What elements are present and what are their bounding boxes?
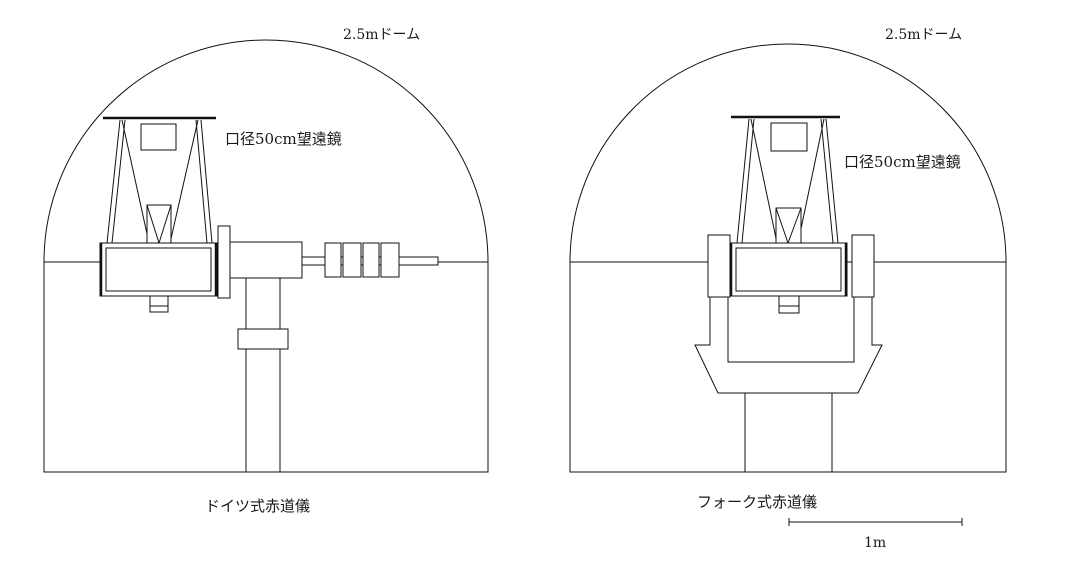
caption-right: フォーク式赤道儀	[697, 493, 818, 511]
telescope-tube-right	[729, 242, 848, 314]
telescope-label-right: 口径50cm望遠鏡	[844, 153, 961, 171]
telescope-truss-right	[731, 115, 840, 244]
telescope-label-left: 口径50cm望遠鏡	[225, 130, 342, 148]
fork-mount-figure	[569, 43, 1007, 473]
scale-bar	[788, 518, 963, 526]
caption-left: ドイツ式赤道儀	[205, 497, 311, 515]
fork-yoke	[694, 234, 883, 394]
telescope-tube-left	[99, 242, 218, 313]
counterweights	[324, 242, 400, 278]
telescope-truss-left	[103, 116, 216, 244]
scale-bar-label: 1m	[864, 535, 887, 551]
german-mount-figure	[43, 39, 489, 473]
dome-label-right: 2.5mドーム	[885, 27, 963, 43]
fork-pier	[744, 392, 833, 473]
dome-outline-right	[569, 43, 1007, 473]
pier	[237, 277, 289, 473]
dome-label-left: 2.5mドーム	[343, 27, 421, 43]
dome-outline-left	[43, 39, 489, 473]
